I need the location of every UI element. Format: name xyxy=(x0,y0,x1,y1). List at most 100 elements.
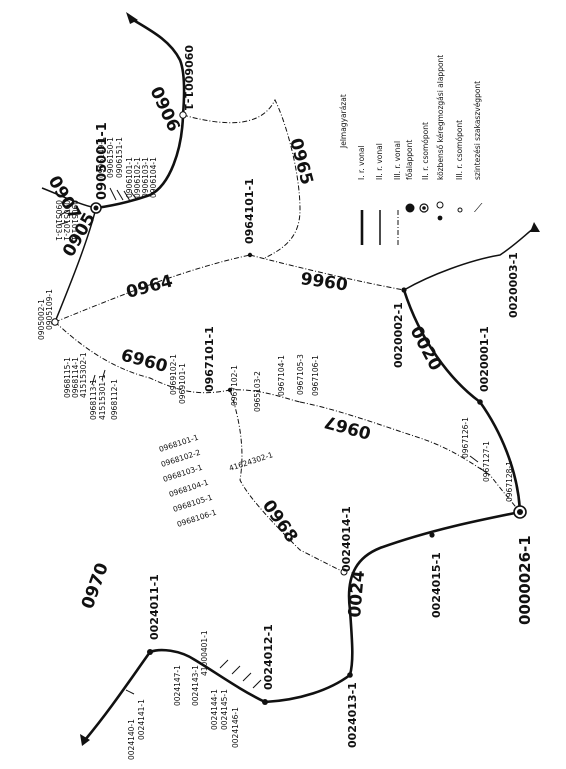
node-0905002 xyxy=(51,318,59,326)
point-label-0024014: 0024014-1 xyxy=(340,506,353,572)
line-0968 xyxy=(229,389,345,573)
node-0020002 xyxy=(401,287,407,293)
node-0024012 xyxy=(262,699,268,705)
point-label-0020003: 0020003-1 xyxy=(507,252,520,318)
node-0024011 xyxy=(147,649,153,655)
legend-symbol-crustal-point xyxy=(437,215,443,221)
node-0964101 xyxy=(247,252,253,258)
small-label: 41515301-1 xyxy=(98,374,107,420)
legend-symbol-section-end: ⟋ xyxy=(474,201,483,215)
node-0024014 xyxy=(340,568,348,576)
arrow-head-right xyxy=(530,222,540,232)
small-label: 0906103-1 xyxy=(141,157,150,198)
small-label: 0906102-1 xyxy=(133,157,142,198)
point-label-0020002: 0020002-1 xyxy=(392,302,405,368)
route-label-0024: 0024 xyxy=(345,569,369,618)
legend-item-label: III. r. csomópont xyxy=(455,120,464,180)
point-label-0964101: 0964101-1 xyxy=(243,178,256,244)
small-label: 0906101-1 xyxy=(125,157,134,198)
point-labels: 0906001-1 0905001-1 0964101-1 0905002-1 … xyxy=(37,45,534,748)
small-label: 0967128-1 xyxy=(505,461,514,502)
small-label: 0024145-1 xyxy=(220,689,229,730)
point-label-0024015: 0024015-1 xyxy=(430,552,443,618)
arrow-head-top xyxy=(126,12,138,24)
small-label: 0968112-1 xyxy=(110,379,119,420)
small-label: 0967104-1 xyxy=(277,355,286,396)
small-label: 0965103-2 xyxy=(253,371,262,412)
small-label: 0024143-1 xyxy=(191,665,200,706)
arrow-head-bottom xyxy=(80,734,90,746)
legend-item-label: szintezési szakaszvégpont xyxy=(473,81,482,180)
legend-symbol-second-node xyxy=(436,201,444,209)
legend-title: Jelmagyarázat xyxy=(339,94,348,149)
small-label: 0967127-1 xyxy=(482,441,491,482)
legend-item-label: III. r. vonal xyxy=(393,141,402,180)
small-label: 0905109-1 xyxy=(45,289,54,330)
node-0000026-inner xyxy=(517,509,523,515)
legend-symbol-third-node xyxy=(457,207,463,213)
legend-item-label: II. r. csomópont xyxy=(421,122,430,180)
small-label: 0906149-1 xyxy=(97,137,106,178)
legend-item-label: I. r. vonal xyxy=(357,145,366,180)
route-label-0967: 0967 xyxy=(322,411,373,443)
small-label: 0969101-1 xyxy=(178,363,187,404)
point-label-0000026: 0000026-1 xyxy=(516,535,534,625)
line-0020-north xyxy=(403,227,535,291)
map-legend: Jelmagyarázat ⟋ I. r. vonal II. r. vonal… xyxy=(339,55,483,245)
small-labels: 0906149-1 0906150-1 0906151-1 0906101-1 … xyxy=(45,137,514,760)
legend-symbol-main-point xyxy=(405,203,415,213)
small-label: 41624302-1 xyxy=(228,450,274,473)
node-0024015 xyxy=(429,532,435,538)
line-0905 xyxy=(54,207,97,323)
small-label: 0967102-1 xyxy=(230,365,239,406)
small-label: 0024141-1 xyxy=(137,699,146,740)
line-0964 xyxy=(54,254,251,323)
point-label-0024013: 0024013-1 xyxy=(346,682,359,748)
line-9960 xyxy=(249,254,405,291)
network-lines xyxy=(41,12,540,746)
route-label-0020: 0020 xyxy=(406,323,446,374)
network-nodes xyxy=(51,111,527,705)
small-label: 0024140-1 xyxy=(127,719,136,760)
small-label: 0968114-1 xyxy=(71,357,80,398)
legend-item-label: főalappont xyxy=(405,140,414,180)
point-label-0020001: 0020001-1 xyxy=(478,326,491,392)
small-label: 0906151-1 xyxy=(115,137,124,178)
point-label-0906001: 0906001-1 xyxy=(182,45,195,111)
route-label-6960: 6960 xyxy=(119,346,170,378)
small-label: 0967126-1 xyxy=(461,417,470,458)
line-0967 xyxy=(299,401,521,513)
point-label-0024012: 0024012-1 xyxy=(262,624,275,690)
small-label: 0905101-1 xyxy=(70,200,79,241)
small-label: 0906150-1 xyxy=(106,137,115,178)
point-label-0905001: 0905001-1 xyxy=(95,122,110,200)
legend-item-label: közbenső kéregmozgási alappont xyxy=(436,55,445,180)
node-0024013 xyxy=(347,672,353,678)
route-label-9960: 9960 xyxy=(299,269,349,295)
line-0970 xyxy=(84,651,152,741)
route-label-0906: 0906 xyxy=(145,84,183,135)
point-label-0905002: 0905002-1 xyxy=(37,299,46,340)
small-label: 0967105-3 xyxy=(296,354,305,395)
small-label: 0967106-1 xyxy=(311,355,320,396)
small-label: 0968115-1 xyxy=(63,357,72,398)
small-label: 0024144-1 xyxy=(210,689,219,730)
point-label-0024011: 0024011-1 xyxy=(148,574,161,640)
small-label: 0024146-1 xyxy=(231,707,240,748)
route-label-0965: 0965 xyxy=(285,136,317,187)
small-label: 0024147-1 xyxy=(173,665,182,706)
legend-symbol-main-point-ring-inner xyxy=(422,206,426,210)
node-0905001-inner xyxy=(93,205,99,211)
legend-item-label: II. r. vonal xyxy=(375,143,384,180)
route-label-0968: 0968 xyxy=(258,496,302,546)
line-0965 xyxy=(182,98,301,259)
line-0024 xyxy=(149,510,521,704)
small-label: 0968113-1 xyxy=(89,379,98,420)
small-label: 0905103-1 xyxy=(54,200,63,241)
route-label-0970: 0970 xyxy=(78,560,113,611)
line-6960 xyxy=(54,321,301,403)
route-label-0964: 0964 xyxy=(124,271,175,303)
node-0020001 xyxy=(477,399,483,405)
small-label: 41515302-1 xyxy=(79,352,88,398)
